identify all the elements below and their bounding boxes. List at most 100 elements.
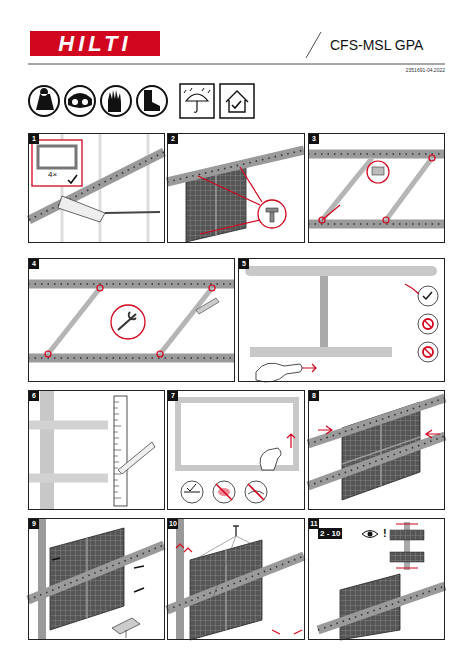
step-number: 1 [29, 134, 39, 144]
step-panel: 4 [28, 258, 235, 382]
panel-8-art [308, 436, 445, 486]
panel-4-art [28, 357, 234, 359]
panel-1-art [38, 146, 76, 168]
step-number: 6 [29, 391, 39, 401]
panel-7-art [245, 481, 267, 503]
panel-1-art [68, 175, 77, 183]
panel-10-art [233, 526, 239, 536]
panel-4-art [48, 288, 100, 354]
panel-10-art [167, 556, 304, 610]
safety-icons [137, 86, 167, 116]
panel-11-art [362, 531, 378, 538]
panel-6-art [28, 421, 108, 430]
panel-4-art [160, 288, 212, 354]
panel-5-art [320, 276, 328, 348]
panel-7-art [260, 448, 281, 470]
warning-mark: ! [383, 527, 387, 539]
safety-icons [226, 91, 248, 112]
step-panel: 6 [28, 390, 165, 510]
panel-5-art [302, 364, 316, 372]
header-rule [306, 32, 321, 58]
panel-8-art [318, 426, 332, 434]
panel-5-art [423, 292, 432, 299]
safety-icons [29, 84, 254, 118]
panel-4-art [118, 312, 136, 330]
panel-9-art [52, 558, 144, 592]
panel-11-art [390, 530, 424, 540]
panel-1-art [105, 212, 160, 213]
safety-icons [36, 88, 54, 110]
panel-4-art [157, 351, 163, 357]
panel-1-art [29, 133, 164, 243]
panel-9-art [28, 518, 164, 640]
panel-4-art [45, 351, 51, 357]
panel-11-art [318, 586, 445, 630]
step-panel: 7 [167, 390, 305, 510]
panel-8-art [308, 398, 445, 500]
panel-5-art [405, 284, 419, 294]
step-number: 4 [29, 259, 39, 269]
panel-11-art [368, 532, 373, 537]
step-number: 9 [29, 519, 39, 529]
panel-5-art [418, 342, 438, 362]
panel-1-art [58, 196, 105, 222]
panel-11-art [396, 524, 418, 568]
panel-2-art [258, 200, 286, 228]
panel-5-art [250, 271, 438, 382]
header-rule [28, 32, 445, 64]
step-panel: 2 [167, 133, 305, 243]
panel-4-art [28, 354, 234, 363]
panel-3-art [383, 217, 389, 223]
panel-6-art [40, 391, 54, 509]
panel-2-art [215, 172, 217, 235]
safety-icons [68, 93, 92, 108]
panel-5-art [423, 319, 433, 329]
panel-5-art [423, 347, 433, 357]
safety-icons [184, 88, 210, 93]
panel-9-art [38, 518, 46, 640]
panel-10-art [167, 556, 304, 610]
quantity-label: 4× [48, 170, 57, 179]
panel-2-art [167, 150, 304, 182]
step-number: 7 [168, 391, 178, 401]
panel-3-art [429, 155, 435, 161]
step-number: 3 [309, 134, 319, 144]
panel-4-art [28, 283, 234, 285]
safety-icons [144, 90, 160, 111]
panel-6-art [114, 402, 121, 498]
panel-10-art [272, 630, 302, 634]
panel-4-art [28, 280, 234, 289]
panel-11-art [390, 552, 424, 562]
panel-10-art [176, 544, 192, 552]
step-panel: 10 [167, 518, 305, 640]
safety-icons [65, 86, 95, 116]
panel-5-art [418, 314, 438, 334]
panel-8-art [308, 398, 445, 444]
panel-8-art [308, 436, 445, 486]
panel-3-art [372, 167, 384, 175]
brand-logo: HILTI [30, 31, 160, 56]
panel-6-art [114, 396, 127, 506]
panel-2-art [198, 167, 262, 234]
safety-icons [186, 94, 208, 112]
panel-7-art [178, 400, 296, 503]
step-panel: 9 [28, 518, 165, 640]
panel-4-art [111, 305, 145, 339]
panel-11-art [318, 586, 445, 630]
panel-3-art [308, 150, 445, 159]
panel-3-art [322, 205, 340, 220]
safety-icons [101, 86, 131, 116]
panel-2-art [167, 150, 304, 182]
panel-6-art [28, 391, 155, 509]
panel-7-art [181, 481, 203, 503]
panel-7-art [184, 484, 200, 492]
document-number: 2351691-04.2022 [330, 67, 445, 73]
panel-3-art [308, 220, 445, 229]
step-number: 10 [168, 519, 178, 529]
panel-3-art [367, 161, 389, 183]
panel-11-art [404, 522, 410, 570]
panel-3-art [386, 158, 432, 220]
panel-6-art [118, 442, 155, 474]
panel-11-art [318, 522, 445, 640]
